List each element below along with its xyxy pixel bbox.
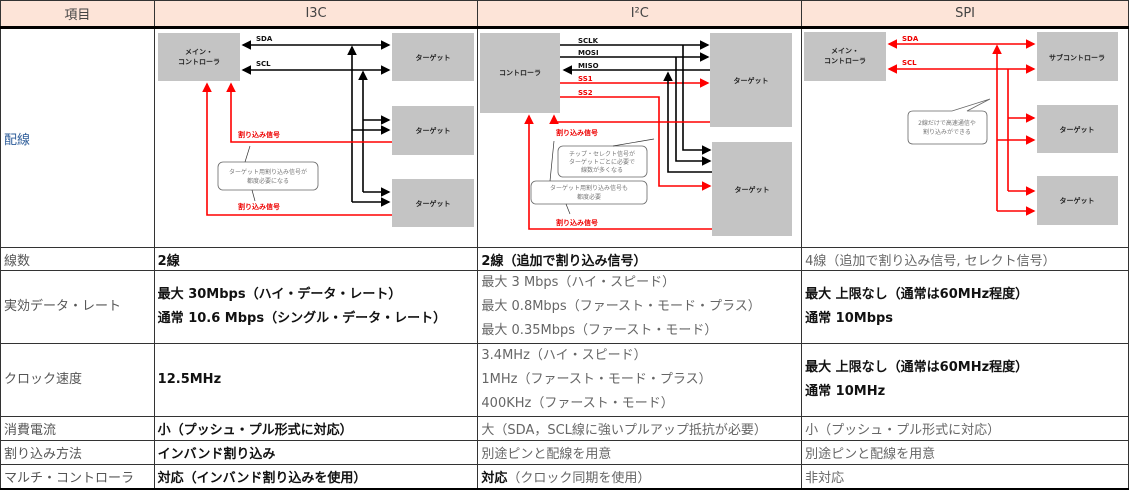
note-callout: [531, 180, 648, 205]
svg-text:MOSI: MOSI: [578, 49, 599, 57]
svg-text:コントローラ: コントローラ: [178, 58, 220, 66]
svg-text:メイン・: メイン・: [185, 48, 213, 56]
i3c-multi: 対応（インバンド割り込みを使用）: [153, 464, 479, 490]
svg-text:ターゲット: ターゲット: [734, 76, 769, 85]
spi-multi: 非対応: [801, 464, 1129, 490]
target-box: [391, 33, 474, 81]
main-controller-box: [804, 32, 887, 81]
svg-text:サブコントローラ: サブコントローラ: [1049, 53, 1105, 62]
header-i3c: I3C: [153, 0, 479, 29]
svg-text:ターゲット: ターゲット: [415, 126, 450, 135]
svg-text:ターゲット: ターゲット: [1060, 125, 1095, 134]
row-label-interrupt: 割り込み方法: [0, 440, 155, 465]
i2c-rate: 最大 3 Mbps（ハイ・スピード）最大 0.8Mbps（ファースト・モード・プ…: [477, 270, 803, 344]
row-label-rate: 実効データ・レート: [0, 270, 155, 344]
i3c-rate: 最大 30Mbps（ハイ・データ・レート）通常 10.6 Mbps（シングル・デ…: [153, 270, 479, 344]
svg-text:SS2: SS2: [578, 89, 593, 97]
svg-text:ターゲット: ターゲット: [415, 199, 450, 208]
note-callout: [217, 161, 319, 191]
svg-text:割り込み信号: 割り込み信号: [556, 128, 598, 137]
row-label-power: 消費電流: [0, 416, 155, 441]
svg-text:ターゲット用割り込み信号も: ターゲット用割り込み信号も: [550, 184, 628, 192]
svg-text:2線だけで高速通信や: 2線だけで高速通信や: [918, 119, 976, 127]
svg-text:メイン・: メイン・: [831, 47, 859, 55]
target-box: [391, 106, 474, 155]
diagram-3: メイン・ コントローラ サブコントローラ ターゲット ターゲット SDA SCL…: [801, 27, 1129, 248]
i3c-lines: 2線: [153, 247, 479, 271]
header-item: 項目: [0, 0, 155, 29]
svg-text:チップ・セレクト信号が: チップ・セレクト信号が: [569, 150, 635, 158]
svg-text:割り込み信号: 割り込み信号: [556, 218, 598, 227]
header-i2c: I²C: [477, 0, 803, 29]
svg-text:割り込み信号: 割り込み信号: [238, 202, 280, 211]
svg-text:コントローラ: コントローラ: [824, 57, 866, 65]
spi-interrupt: 別途ピンと配線を用意: [801, 440, 1129, 465]
i2c-power: 大（SDA，SCL線に強いプルアップ抵抗が必要）: [477, 416, 803, 441]
svg-text:ターゲット: ターゲット: [735, 185, 770, 194]
row-label-wiring: 配線: [0, 27, 155, 248]
row-label-clock: クロック速度: [0, 343, 155, 417]
svg-text:線数が多くなる: 線数が多くなる: [581, 166, 623, 174]
svg-text:ターゲット: ターゲット: [415, 53, 450, 62]
controller-box: [480, 33, 561, 113]
spi-lines: 4線（追加で割り込み信号, セレクト信号）: [801, 247, 1129, 271]
svg-text:ターゲット用割り込み信号が: ターゲット用割り込み信号が: [229, 168, 307, 176]
i3c-power: 小（プッシュ・プル形式に対応）: [153, 416, 479, 441]
i2c-lines: 2線（追加で割り込み信号）: [477, 247, 803, 271]
note-callout: [907, 98, 991, 145]
svg-text:SS1: SS1: [578, 75, 593, 83]
target-box: [1037, 105, 1119, 153]
row-label-multi: マルチ・コントローラ: [0, 464, 155, 490]
target-box: [712, 142, 793, 236]
sub-controller-box: [1037, 32, 1119, 81]
svg-text:都度必要になる: 都度必要になる: [247, 177, 289, 185]
target-box: [1037, 176, 1119, 225]
svg-text:ターゲット: ターゲット: [1060, 196, 1095, 205]
svg-text:SCL: SCL: [902, 59, 917, 67]
i3c-interrupt: インバンド割り込み: [153, 440, 479, 465]
svg-text:SCL: SCL: [256, 60, 271, 68]
note-callout: [558, 145, 648, 178]
svg-text:SDA: SDA: [902, 35, 919, 43]
i2c-interrupt: 別途ピンと配線を用意: [477, 440, 803, 465]
svg-text:割り込み信号: 割り込み信号: [238, 130, 280, 139]
target-box: [710, 33, 793, 127]
spi-power: 小（プッシュ・プル形式に対応）: [801, 416, 1129, 441]
svg-text:MISO: MISO: [578, 62, 599, 70]
target-box: [391, 179, 474, 227]
i2c-multi: 対応（クロック同期を使用）: [477, 464, 803, 490]
svg-text:ターゲットごとに必要で: ターゲットごとに必要で: [569, 158, 635, 166]
spi-rate: 最大 上限なし（通常は60MHz程度）通常 10Mbps: [801, 270, 1129, 344]
main-controller-box: [157, 33, 240, 81]
diagram-2: コントローラ ターゲット ターゲット SCLK MOSI MISO SS1 SS…: [477, 27, 803, 248]
header-spi: SPI: [801, 0, 1129, 29]
svg-text:SDA: SDA: [256, 35, 273, 43]
diagram-1: メイン・ コントローラ ターゲット ターゲット ターゲット SDA SCL 割り…: [153, 27, 479, 248]
svg-text:都度必要: 都度必要: [577, 193, 601, 201]
i3c-clock: 12.5MHz: [153, 343, 479, 417]
svg-text:コントローラ: コントローラ: [499, 69, 541, 77]
svg-text:割り込みができる: 割り込みができる: [923, 128, 971, 136]
row-label-lines: 線数: [0, 247, 155, 271]
svg-text:SCLK: SCLK: [578, 37, 599, 45]
spi-clock: 最大 上限なし（通常は60MHz程度）通常 10MHz: [801, 343, 1129, 417]
i2c-clock: 3.4MHz（ハイ・スピード）1MHz（ファースト・モード・プラス）400KHz…: [477, 343, 803, 417]
